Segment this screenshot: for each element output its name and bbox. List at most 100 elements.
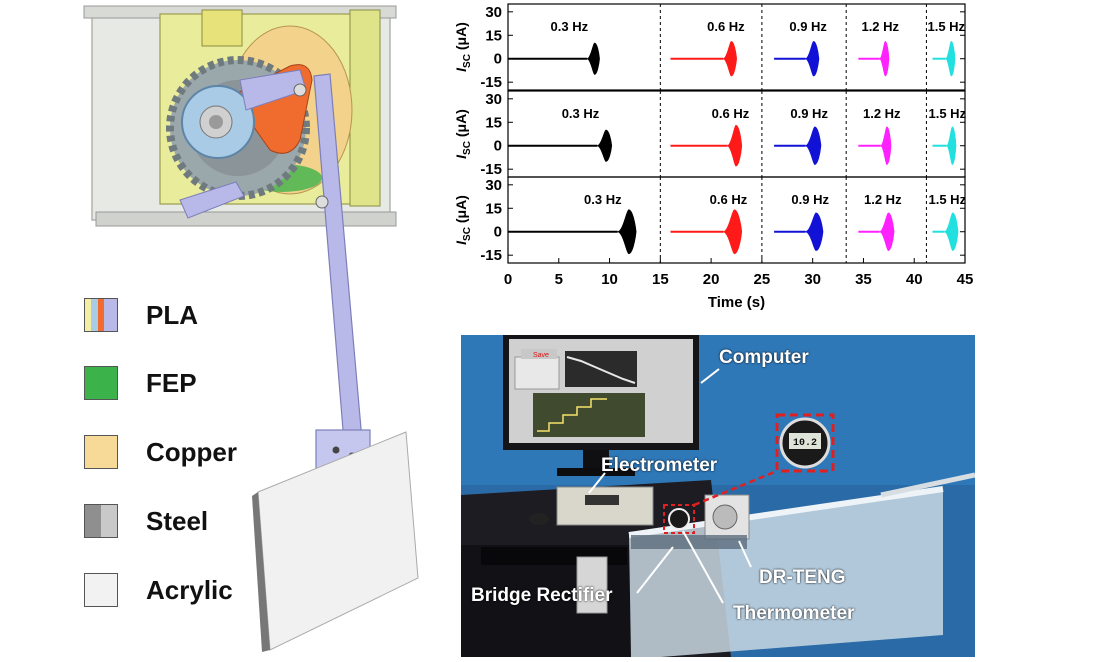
small-thermometer <box>668 508 690 530</box>
x-axis-label: Time (s) <box>708 294 765 311</box>
series-name-label: 0.6 Hz <box>707 19 745 34</box>
legend-item-acrylic: Acrylic <box>84 573 233 607</box>
y-tick-label: 15 <box>485 200 502 217</box>
pivot-pin <box>293 83 307 97</box>
series-burst <box>727 124 743 167</box>
label-bridge-rectifier: Bridge Rectifier <box>471 585 613 606</box>
screen-panel <box>514 356 560 390</box>
clamp-hole <box>332 446 340 454</box>
series-burst <box>880 126 892 165</box>
series-burst <box>617 209 637 255</box>
series-burst <box>805 212 824 251</box>
pla-top-block <box>201 9 243 47</box>
x-tick-label: 35 <box>855 271 872 288</box>
pla-link-lower <box>179 181 245 219</box>
setup-photo-scene: Save 10.2 <box>461 335 975 657</box>
acrylic-plate <box>257 431 419 651</box>
series-burst <box>723 41 738 77</box>
y-axis-label: ISC (μA) <box>453 195 473 245</box>
legend-swatch-pla <box>84 298 118 332</box>
x-tick-label: 10 <box>601 271 618 288</box>
acrylic-plate-edge <box>252 492 270 652</box>
series-name-label: 1.5 Hz <box>927 19 965 34</box>
legend-item-fep: FEP <box>84 366 197 400</box>
y-tick-label: -15 <box>480 74 502 91</box>
series-name-label: 0.3 Hz <box>562 106 600 121</box>
monitor-stand <box>583 450 609 472</box>
y-tick-label: 15 <box>485 114 502 131</box>
series-burst <box>805 126 822 165</box>
zoom-connector <box>693 469 778 507</box>
x-tick-label: 45 <box>957 271 974 288</box>
legend-label: Steel <box>146 505 209 536</box>
y-tick-label: 0 <box>494 51 502 68</box>
arrow-computer <box>700 368 720 384</box>
x-tick-label: 25 <box>754 271 771 288</box>
screen-save-button <box>521 349 557 359</box>
y-tick-label: 15 <box>485 27 502 44</box>
x-tick-label: 5 <box>555 271 563 288</box>
series-burst <box>597 129 613 162</box>
screen-save-label: Save <box>533 352 549 359</box>
y-tick-label: -15 <box>480 247 502 264</box>
screen-plot-line <box>566 356 636 384</box>
monitor-base <box>557 468 635 476</box>
label-computer: Computer <box>719 347 809 368</box>
label-thermometer: Thermometer <box>733 603 855 624</box>
legend-item-pla: PLA <box>84 298 198 332</box>
zoomed-thermometer-screen <box>789 433 821 449</box>
series-name-label: 0.9 Hz <box>791 192 829 207</box>
legend-swatch-acrylic <box>84 573 118 607</box>
y-tick-label: 30 <box>485 177 502 194</box>
series-name-label: 0.9 Hz <box>789 19 827 34</box>
legend-swatch-copper <box>84 435 118 469</box>
arrow-rectifier <box>636 546 674 594</box>
x-tick-label: 0 <box>504 271 512 288</box>
legend-label: Copper <box>146 436 237 467</box>
series-burst <box>805 41 820 77</box>
thermometer-highlight <box>663 504 695 534</box>
series-name-label: 0.6 Hz <box>710 192 748 207</box>
screen-step-line <box>537 398 607 432</box>
series-name-label: 0.6 Hz <box>712 106 750 121</box>
zoomed-thermometer-reading: 10.2 <box>793 438 817 449</box>
tube <box>880 472 975 498</box>
series-name-label: 1.5 Hz <box>929 192 967 207</box>
mouse <box>529 513 549 525</box>
series-name-label: 0.3 Hz <box>551 19 589 34</box>
plot-frame <box>507 3 966 91</box>
zoom-highlight <box>775 413 835 473</box>
series-burst <box>946 126 957 165</box>
label-electrometer: Electrometer <box>601 455 718 476</box>
series-burst <box>586 42 600 75</box>
bridge-rectifier <box>576 556 608 614</box>
electrometer-box <box>556 486 654 526</box>
arrow-thermometer <box>682 530 724 604</box>
y-tick-label: 0 <box>494 138 502 155</box>
series-burst <box>945 41 956 77</box>
teng-drum <box>712 504 738 530</box>
x-tick-label: 20 <box>703 271 720 288</box>
y-tick-label: -15 <box>480 161 502 178</box>
x-tick-label: 15 <box>652 271 669 288</box>
arrow-electrometer <box>588 472 606 494</box>
arrow-dr-teng <box>738 540 752 568</box>
series-burst <box>879 41 890 77</box>
y-tick-label: 30 <box>485 4 502 21</box>
device-illustration <box>83 5 419 652</box>
series-name-label: 1.2 Hz <box>864 192 902 207</box>
acrylic-housing-bottom <box>95 211 397 227</box>
x-tick-label: 40 <box>906 271 923 288</box>
steel-shaft-core <box>209 115 223 129</box>
series-burst <box>723 209 743 255</box>
legend-swatch-fep <box>84 366 118 400</box>
pivot-pin-lower <box>315 195 329 209</box>
pla-side-plate-right <box>349 9 381 207</box>
y-axis-label: ISC (μA) <box>453 109 473 159</box>
y-tick-label: 0 <box>494 224 502 241</box>
y-tick-label: 30 <box>485 91 502 108</box>
series-name-label: 0.3 Hz <box>584 192 622 207</box>
legend-label: Acrylic <box>146 574 233 605</box>
series-name-label: 1.2 Hz <box>861 19 899 34</box>
